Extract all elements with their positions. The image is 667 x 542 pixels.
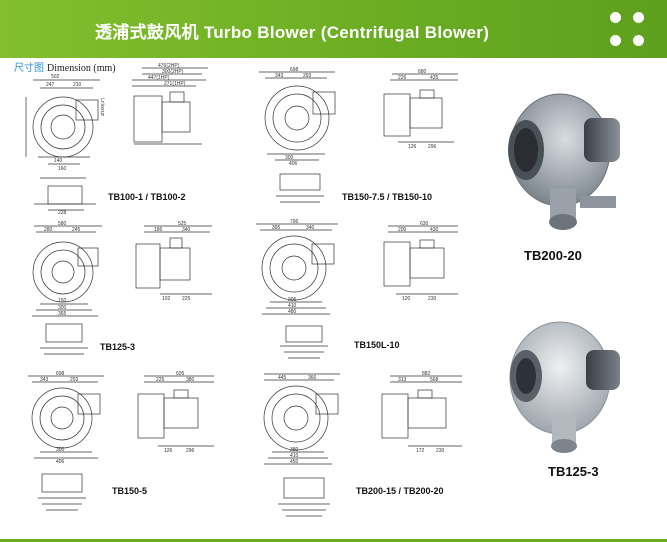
dim-label: 410 [288,303,297,309]
drawing-tb150l-front: 796 395 340 206 410 480 [256,219,338,315]
dim-label: 343 [275,73,284,79]
model-label: TB125-3 [100,342,136,352]
dim-label: 430 [430,227,439,233]
dim-label: 293 [70,377,79,383]
dim-label: 447(1HP) [148,75,170,81]
dim-label: 206 [288,297,297,303]
dim-label: 480 [288,309,297,315]
dim-label: 680 [418,69,427,75]
dim-label: 102 [162,296,171,302]
dim-label: 502 [51,74,60,80]
dim-label: 226 [398,75,407,81]
dim-label: 271(1HP) [164,81,186,87]
dim-label: 435 [430,75,439,81]
drawing-tb125-front: 580 280 245 150 300 365 [32,221,102,317]
dim-label: 300 [56,447,65,453]
dim-label: 525 [178,221,187,227]
drawing-tb150-5-side: 605 225 380 126 296 [137,371,214,454]
drawing-tb125-side: 525 186 340 102 225 [135,221,212,302]
model-label: TB150-7.5 / TB150-10 [342,192,433,202]
dim-label: 300 [58,305,67,311]
bottom-divider [0,539,667,542]
dim-label: 186 [154,227,163,233]
dim-label: 160 [58,166,67,172]
product-photo-tb200 [508,93,620,230]
model-label: TB200-15 / TB200-20 [356,486,444,496]
product-photo-tb125 [509,321,620,453]
dim-label: 450 [290,459,299,465]
product-name: TB125-3 [548,464,599,479]
dimension-label-cn: 尺寸图 [14,63,44,74]
dim-label: 126 [408,144,417,150]
dim-label: 225 [182,296,191,302]
dim-label: 300 [285,155,294,161]
dim-label: 698 [290,67,299,73]
dim-label: 343 [40,377,49,383]
dim-label: 296 [186,448,195,454]
product-name: TB200-20 [524,248,582,263]
dim-label: 150 [58,298,67,304]
dim-label: 410 [290,453,299,459]
dim-label: 568 [430,377,439,383]
drawing-tb150l-side: 630 200 430 120 230 [383,221,458,302]
dim-label: 340 [182,227,191,233]
dim-label: 380 [290,447,299,453]
dim-label: 280 [44,227,53,233]
dim-label: 445 [278,375,287,381]
dim-label: 882 [422,371,431,377]
drawing-tb125-base [40,323,88,355]
dim-label: 230 [436,448,445,454]
dim-label: 225 [156,377,165,383]
drawing-tb100-front: 502 247 210 Ø100(4") 140 160 [25,74,105,172]
dim-label: 406 [56,459,65,465]
dim-label: 200 [398,227,407,233]
dim-label: 172 [416,448,425,454]
dim-label: 300(2HP) [162,69,184,75]
dim-label: 126 [164,448,173,454]
dim-label: 230 [428,296,437,302]
drawing-tb150-5-front: 698 343 293 300 406 [28,371,104,465]
dim-label: 296 [428,144,437,150]
dim-label: 140 [54,158,63,164]
dim-label: 293 [303,73,312,79]
dim-label: 365 [58,311,67,317]
dim-label: 698 [56,371,65,377]
drawing-tb150l-base [280,325,328,359]
dim-label: 580 [58,221,67,227]
model-label: TB100-1 / TB100-2 [108,192,186,202]
dim-label: 380 [186,377,195,383]
dim-label: 406 [289,161,298,166]
dim-label: 605 [176,371,185,377]
drawing-tb150-base [276,173,324,203]
drawing-tb200-base [278,477,330,517]
drawing-tb150-5-base [38,473,86,511]
dim-label: 395 [272,225,281,231]
dim-label: 210 [73,82,82,88]
drawing-tb150-side: 680 226 435 126 296 [383,69,458,150]
header-banner: 透浦式鼓风机 Turbo Blower (Centrifugal Blower) [0,0,667,58]
page-title: 透浦式鼓风机 Turbo Blower (Centrifugal Blower) [95,23,490,42]
dim-label: 796 [290,219,299,225]
drawing-tb100-base: 228 [34,177,96,216]
dim-label: 120 [402,296,411,302]
dim-label: 340 [306,225,315,231]
dim-label: 247 [46,82,55,88]
model-label: TB150-5 [112,486,148,496]
dim-label: 313 [398,377,407,383]
dim-label: 245 [72,227,81,233]
drawing-tb100-side: 476(2HP) 300(2HP) 447(1HP) 271(1HP) [132,63,208,145]
menu-dots-icon [608,10,648,50]
dim-label: 228 [58,210,67,216]
dim-label: Ø100(4") [100,97,105,116]
drawing-tb200-front: 445 366 380 410 450 [263,373,340,465]
dim-label: 630 [420,221,429,227]
drawing-tb150-front: 698 343 293 300 406 [259,67,336,166]
dim-label: 366 [308,375,317,381]
drawing-tb200-side: 882 313 568 172 230 [381,371,462,454]
dimension-label-en: Dimension (mm) [47,63,116,74]
dim-label: 476(2HP) [158,63,180,69]
model-label: TB150L-10 [354,340,400,350]
